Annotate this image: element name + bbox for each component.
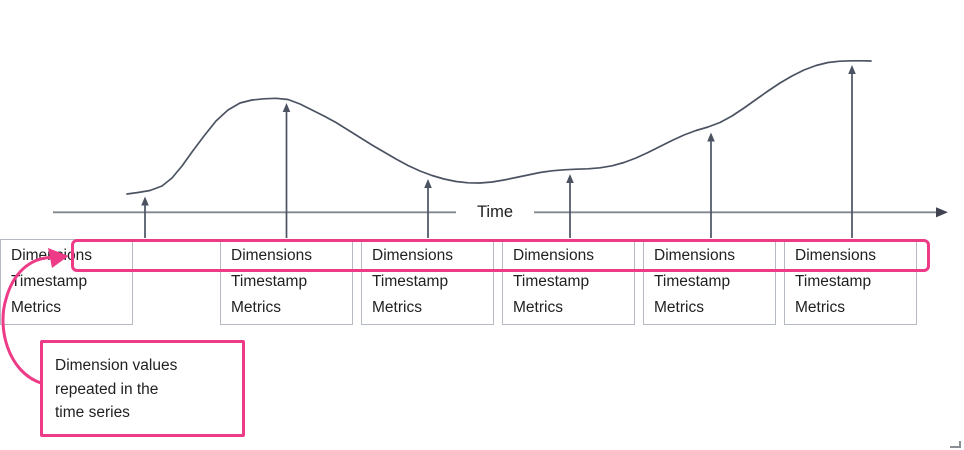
record-box-1: Dimensions Timestamp Metrics <box>220 239 353 325</box>
data-point-arrow-3 <box>424 179 432 238</box>
record-metrics: Metrics <box>11 299 61 316</box>
up-arrow-icon <box>282 103 291 112</box>
right-arrow-icon <box>936 207 948 218</box>
record-timestamp: Timestamp <box>795 273 872 290</box>
record-timestamp: Timestamp <box>372 273 449 290</box>
data-point-arrow-2 <box>282 103 291 238</box>
record-timestamp: Timestamp <box>513 273 590 290</box>
record-dimensions: Dimensions <box>654 247 735 264</box>
callout-note: Dimension values repeated in the time se… <box>40 340 245 437</box>
up-arrow-icon <box>707 132 715 142</box>
record-box-3: Dimensions Timestamp Metrics <box>502 239 635 325</box>
up-arrow-icon <box>566 174 574 183</box>
record-timestamp: Timestamp <box>11 273 88 290</box>
time-axis-label: Time <box>456 202 534 223</box>
record-dimensions: Dimensions <box>372 247 453 264</box>
record-metrics: Metrics <box>654 299 704 316</box>
record-metrics: Metrics <box>513 299 563 316</box>
record-box-5: Dimensions Timestamp Metrics <box>784 239 917 325</box>
data-point-arrow-6 <box>848 65 856 238</box>
timeseries-curve <box>126 59 872 195</box>
up-arrow-icon <box>141 196 149 206</box>
up-arrow-icon <box>424 179 432 188</box>
data-point-arrow-5 <box>707 132 715 238</box>
data-point-arrow-4 <box>566 174 574 238</box>
record-box-4: Dimensions Timestamp Metrics <box>643 239 776 325</box>
record-timestamp: Timestamp <box>231 273 308 290</box>
record-box-2: Dimensions Timestamp Metrics <box>361 239 494 325</box>
corner-artifact <box>950 441 961 448</box>
record-dimensions: Dimensions <box>231 247 312 264</box>
record-metrics: Metrics <box>795 299 845 316</box>
up-arrow-icon <box>848 65 856 74</box>
data-point-arrow-1 <box>141 196 149 238</box>
record-dimensions: Dimensions <box>513 247 594 264</box>
record-timestamp: Timestamp <box>654 273 731 290</box>
record-dimensions: Dimensions <box>795 247 876 264</box>
record-metrics: Metrics <box>372 299 422 316</box>
record-metrics: Metrics <box>231 299 281 316</box>
